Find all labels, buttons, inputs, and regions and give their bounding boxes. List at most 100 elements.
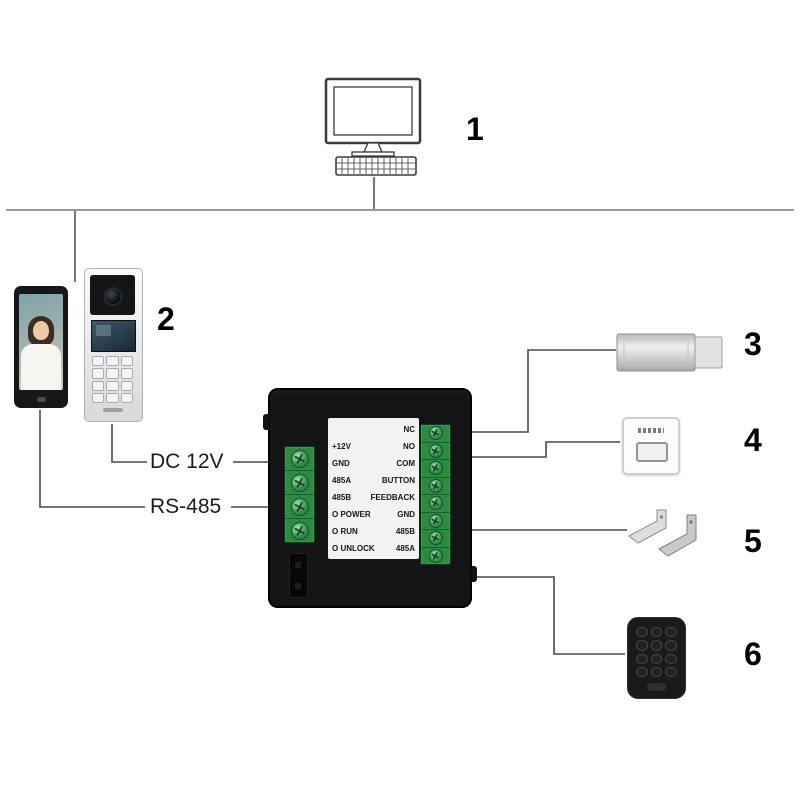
reader-key: [636, 627, 648, 638]
terminal-screw: [290, 449, 309, 468]
station-logo: [103, 408, 123, 412]
terminal-label: FEEDBACK: [370, 493, 415, 502]
terminal-cell: [421, 425, 450, 443]
terminal-cell: [421, 513, 450, 530]
dc-power-label: DC 12V: [150, 450, 224, 473]
reader-key: [650, 627, 663, 638]
maglock-face-line: [623, 339, 689, 366]
terminal-screw: [428, 548, 443, 563]
rs485-wire-a: [39, 410, 145, 508]
wiring-connector: [289, 553, 308, 598]
bracket-plate-1: [628, 509, 667, 544]
monitor-base: [351, 151, 395, 157]
station-screen: [91, 320, 136, 352]
keypad-key: [120, 368, 133, 379]
screen-glare: [96, 325, 111, 336]
terminal-cell: [285, 447, 314, 471]
item-number-reader: 6: [744, 636, 762, 672]
keypad-key: [106, 356, 119, 367]
terminal-screw: [428, 513, 443, 528]
reader-key: [650, 666, 663, 677]
terminal-label: O UNLOCK: [332, 544, 375, 553]
terminal-cell: [285, 519, 314, 542]
terminal-label: GND: [397, 510, 415, 519]
indoor-monitor-device: [14, 286, 68, 408]
bracket-hole-1: [659, 515, 664, 519]
terminal-label: COM: [396, 459, 415, 468]
keypad-key: [120, 380, 133, 391]
terminal-cell: [421, 530, 450, 548]
rs485-label: RS-485: [150, 495, 222, 518]
video-call-screen: [19, 294, 63, 390]
mounting-lug: [263, 414, 269, 430]
reader-key: [650, 653, 663, 664]
maglock-wire: [468, 349, 616, 433]
exit-button-device: [622, 417, 680, 475]
camera-panel: [90, 275, 135, 315]
caller-coat: [21, 344, 61, 390]
exit-button-text-mark: [638, 428, 664, 433]
desktop-computer-icon: [324, 77, 422, 176]
keypad-reader-device: [627, 617, 686, 699]
terminal-screw: [428, 461, 443, 476]
terminal-cell: [285, 495, 314, 519]
item-number-exit-button: 4: [744, 422, 762, 458]
dc-power-wire-a: [111, 424, 147, 463]
reader-logo: [647, 683, 666, 691]
keypad-key: [120, 356, 133, 367]
reader-key: [665, 640, 677, 651]
terminal-label: +12V: [332, 442, 351, 451]
item-number-stations: 2: [157, 301, 175, 337]
camera-lens-icon: [103, 287, 122, 306]
keypad-key: [92, 356, 105, 367]
terminal-cell: [421, 495, 450, 513]
reader-key: [665, 653, 677, 664]
keyboard-keys: [337, 158, 415, 174]
terminal-label: BUTTON: [381, 476, 415, 485]
door-station-device: [84, 268, 143, 422]
terminal-cell: [421, 443, 450, 460]
terminal-screw: [428, 426, 443, 441]
terminal-label: 485B: [395, 527, 415, 536]
terminal-cell: [421, 478, 450, 495]
terminal-screw: [290, 521, 309, 540]
terminal-cell: [285, 471, 314, 495]
monitor-screen: [333, 86, 413, 136]
reader-key: [636, 666, 648, 677]
reader-key: [665, 666, 677, 677]
reader-key: [636, 640, 648, 651]
magnetic-lock-icon: [616, 333, 723, 372]
maglock-armature: [694, 336, 723, 369]
terminal-label: 485A: [332, 476, 352, 485]
keypad-key: [120, 392, 133, 403]
keypad-key: [106, 368, 119, 379]
terminal-label-sticker: +12V GND 485A 485B O POWER O RUN O UNLOC…: [328, 418, 419, 559]
item-number-bracket: 5: [744, 523, 762, 559]
item-number-maglock: 3: [744, 326, 762, 362]
terminal-label: O RUN: [332, 527, 358, 536]
terminal-label: NO: [403, 442, 415, 451]
bracket-plate-2: [658, 514, 697, 557]
terminal-label: O POWER: [332, 510, 371, 519]
terminal-block-right: [420, 424, 451, 565]
reader-key: [650, 640, 663, 651]
reader-keypad: [636, 627, 677, 677]
terminal-block-left: [284, 446, 315, 543]
terminal-screw: [290, 497, 309, 516]
terminal-screw: [428, 531, 443, 546]
terminal-label: 485B: [332, 493, 352, 502]
terminal-screw: [428, 443, 443, 458]
caller-face: [33, 321, 49, 340]
keypad-key: [92, 368, 105, 379]
mounting-lug: [471, 566, 477, 582]
station-keypad: [92, 356, 133, 403]
keypad-key: [106, 380, 119, 391]
monitor-stand: [362, 142, 384, 153]
exit-button-key: [636, 442, 668, 462]
item-number-computer: 1: [466, 111, 484, 147]
terminal-label: GND: [332, 459, 350, 468]
terminal-screw: [428, 478, 443, 493]
mounting-bracket-icon: [628, 509, 697, 557]
